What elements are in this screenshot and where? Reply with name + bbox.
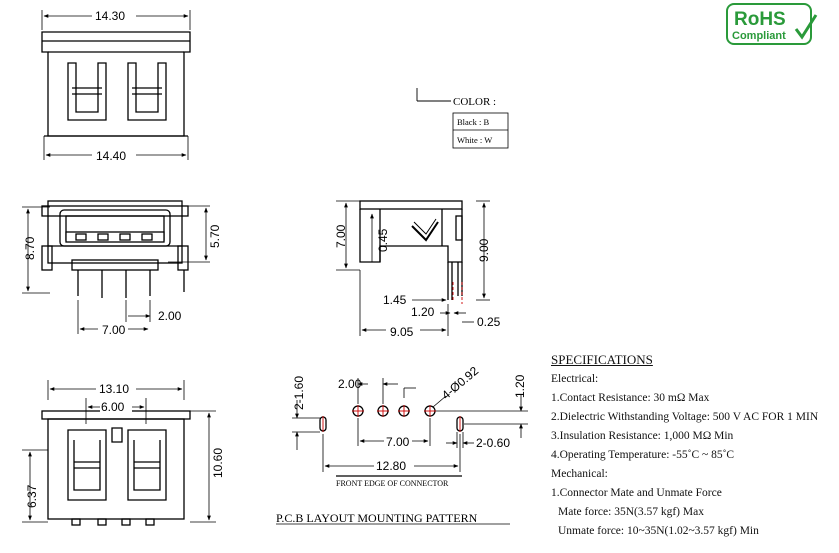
front-edge-label: FRONT EDGE OF CONNECTOR xyxy=(336,479,449,488)
checkmark-icon xyxy=(794,14,818,40)
dim-bottom-outer: 13.10 xyxy=(99,382,129,396)
dim-side-depth: 9.05 xyxy=(390,325,414,339)
spec-title: SPECIFICATIONS xyxy=(551,352,653,367)
dimension-labels: 14.30 14.40 8.70 5.70 2.00 7.00 7.00 0.4… xyxy=(23,8,527,525)
side-view xyxy=(336,200,490,336)
dim-bottom-right-height: 10.60 xyxy=(211,448,225,478)
dim-side-total-height: 9.00 xyxy=(477,238,491,262)
rohs-compliant-label: Compliant xyxy=(732,30,786,42)
spec-line: 1.Contact Resistance: 30 mΩ Max xyxy=(551,392,710,404)
dim-side-tail: 0.25 xyxy=(477,315,501,329)
spec-mechanical-head: Mechanical: xyxy=(551,468,608,480)
specifications-panel: SPECIFICATIONS Electrical: 1.Contact Res… xyxy=(551,350,839,541)
dim-front-pitch: 2.00 xyxy=(158,309,182,323)
spec-line: Mate force: 35N(3.57 kgf) Max xyxy=(558,506,704,518)
pcb-layout xyxy=(276,378,528,525)
spec-line: 4.Operating Temperature: -55˚C ~ 85˚C xyxy=(551,449,735,461)
dim-front-inner-height: 5.70 xyxy=(208,224,222,248)
dim-pcb-row-offset: 1.20 xyxy=(513,374,527,398)
spec-line: 1.Connector Mate and Unmate Force xyxy=(551,487,722,499)
dim-front-height: 8.70 xyxy=(23,236,37,260)
color-table xyxy=(416,88,509,149)
dim-pcb-hole: 4-Ø0.92 xyxy=(439,363,481,402)
dim-pcb-total: 12.80 xyxy=(376,459,406,473)
dim-bottom-width: 14.40 xyxy=(96,149,126,163)
spec-line: Unmate force: 10~35N(1.02~3.57 kgf) Min xyxy=(558,525,759,537)
front-view xyxy=(22,200,210,334)
rohs-label: RoHS xyxy=(734,9,786,30)
dim-bottom-inner: 6.00 xyxy=(101,400,125,414)
rohs-compliant-badge: RoHS Compliant xyxy=(726,3,818,45)
dim-side-height: 7.00 xyxy=(334,224,348,248)
top-view xyxy=(41,10,191,160)
dim-side-pin-offset: 1.45 xyxy=(383,293,407,307)
spec-line: 3.Insulation Resistance: 1,000 MΩ Min xyxy=(551,430,734,442)
dim-side-thickness: 0.45 xyxy=(376,228,390,252)
color-row-white: White : W xyxy=(457,135,492,145)
color-row-black: Black : B xyxy=(457,117,489,127)
dim-pcb-pitch: 2.00 xyxy=(338,377,362,391)
spec-line: 2.Dielectric Withstanding Voltage: 500 V… xyxy=(551,411,819,423)
dim-pcb-slot-width: 2-0.60 xyxy=(476,436,510,450)
dim-front-span: 7.00 xyxy=(102,323,126,337)
color-title: COLOR : xyxy=(453,96,496,108)
dim-pcb-slot: 2-1.60 xyxy=(292,376,306,410)
pcb-title: P.C.B LAYOUT MOUNTING PATTERN xyxy=(276,511,478,525)
dim-pcb-span: 7.00 xyxy=(386,435,410,449)
dim-bottom-left-height: 6.37 xyxy=(25,484,39,508)
dim-top-width: 14.30 xyxy=(95,9,125,23)
spec-electrical-head: Electrical: xyxy=(551,373,599,385)
dim-side-pin-width: 1.20 xyxy=(411,305,435,319)
